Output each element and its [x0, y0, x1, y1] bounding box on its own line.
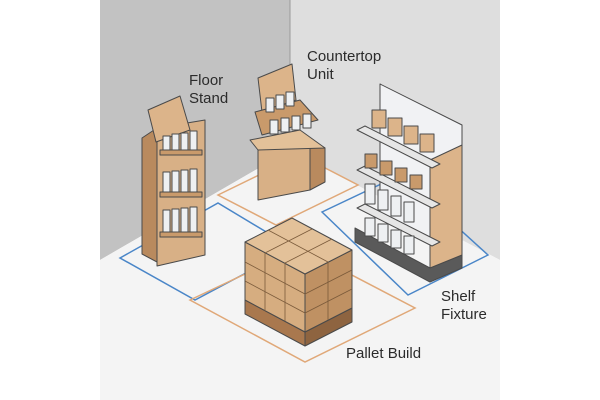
shelf-fixture	[354, 83, 463, 283]
floor-stand-shelf-3	[159, 206, 203, 238]
floor-stand-shelf-2	[159, 168, 203, 198]
countertop-product-6	[291, 115, 301, 131]
shelf-fixture-label: Shelf Fixture	[441, 288, 487, 323]
countertop-product-3	[285, 91, 295, 107]
countertop-product-1	[265, 97, 275, 113]
countertop-product-2	[275, 94, 285, 110]
shelf-plank-top	[356, 125, 441, 169]
shelf-middle-boxes	[364, 153, 423, 190]
shelf-plank-middle	[356, 165, 441, 209]
countertop-product-5	[280, 117, 290, 133]
countertop-product-4	[269, 119, 279, 135]
shelf-base	[354, 227, 463, 283]
floor-stand-side	[141, 127, 158, 263]
floor-stand	[141, 95, 206, 267]
floor-stand-shelf-1	[159, 130, 203, 156]
countertop-unit-label: Countertop Unit	[307, 48, 382, 83]
pallet-build	[244, 217, 353, 347]
shelf-lower-products	[364, 183, 415, 255]
shelf-plank-bottom	[356, 203, 441, 247]
floor-stand-header	[147, 95, 191, 143]
countertop-base-top	[249, 129, 326, 151]
countertop-unit	[249, 63, 326, 201]
pallet-carton-seams	[244, 228, 353, 321]
pallet-build-label: Pallet Build	[346, 345, 422, 362]
shelf-top-boxes	[371, 109, 435, 153]
countertop-product-7	[302, 113, 312, 129]
floor-stand-label: Floor Stand	[189, 72, 229, 107]
